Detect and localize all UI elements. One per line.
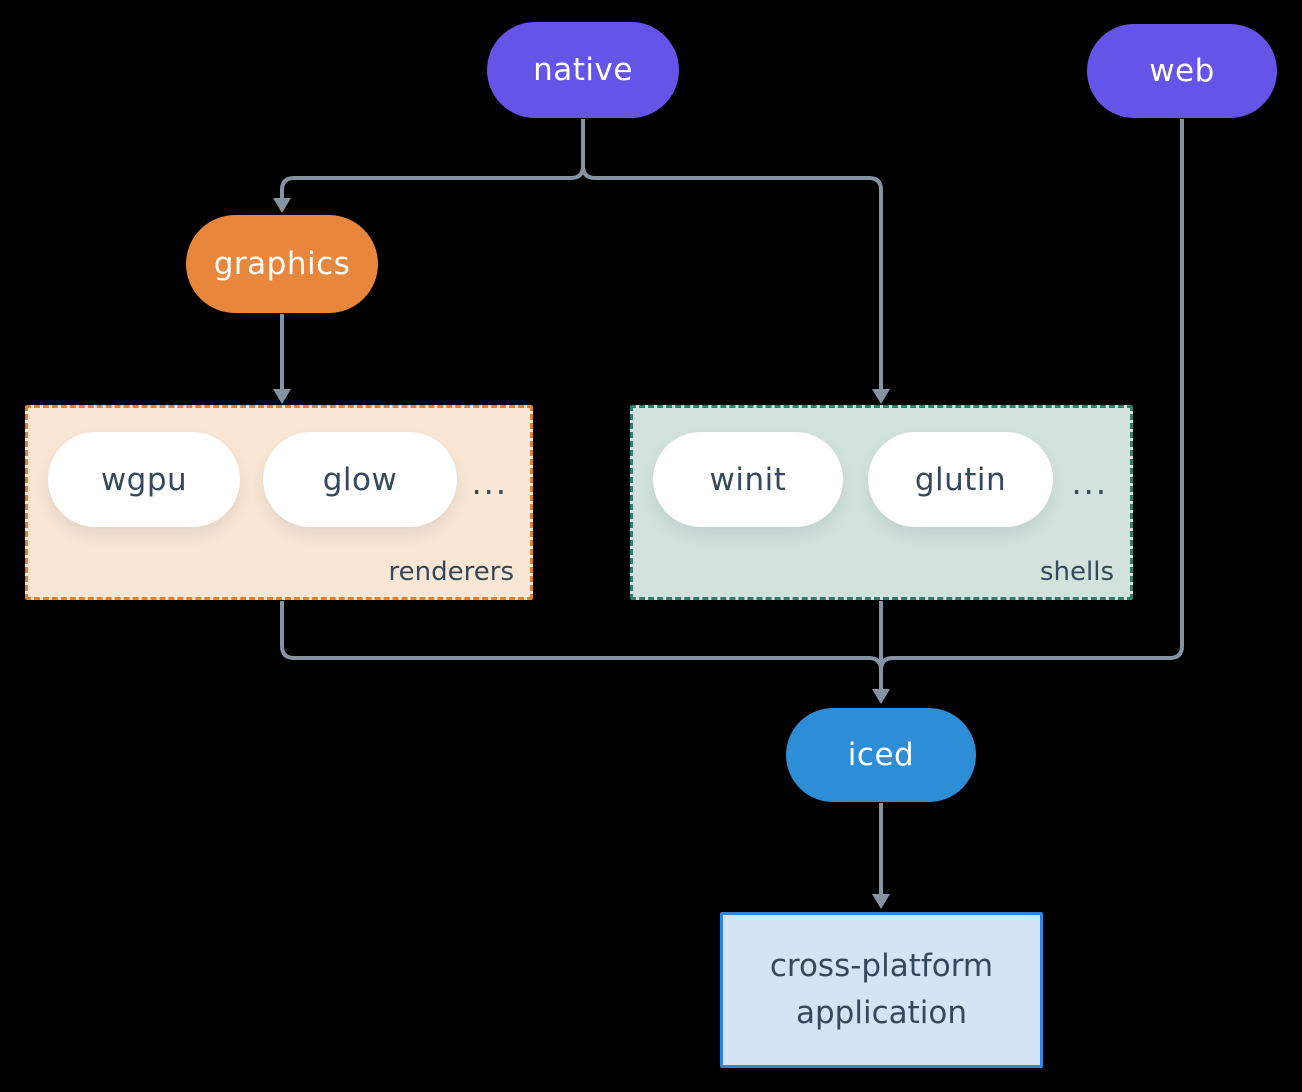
arrowhead-into-shells [872,389,890,404]
node-glutin-label: glutin [914,461,1007,498]
node-native: native [487,22,679,118]
edge-renderers-iced [280,601,883,671]
edge-native-graphics [280,119,585,198]
group-renderers: wgpu glow ... renderers [25,405,533,600]
edge-web-iced [879,119,1184,671]
arrowhead-into-graphics [273,198,291,213]
node-native-label: native [533,52,633,88]
application-label-line1: cross-platform [769,948,994,984]
node-glow: glow [263,432,457,527]
node-graphics: graphics [186,215,378,313]
node-iced: iced [786,708,976,802]
edge-native-shells [581,119,883,389]
shells-ellipsis: ... [1071,463,1108,502]
node-application: cross-platform application [720,912,1043,1068]
node-web-label: web [1149,53,1215,89]
node-graphics-label: graphics [213,246,351,282]
node-winit-label: winit [709,461,787,498]
shells-group-label: shells [1039,557,1114,587]
group-shells: winit glutin ... shells [630,405,1133,600]
node-glow-label: glow [322,461,398,498]
node-iced-label: iced [847,737,915,773]
node-wgpu-label: wgpu [100,461,188,498]
arrowhead-into-renderers [273,389,291,404]
node-winit: winit [653,432,843,527]
node-wgpu: wgpu [48,432,240,527]
arrowhead-into-iced [872,689,890,704]
renderers-ellipsis: ... [471,463,508,502]
node-web: web [1087,24,1277,118]
renderers-group-label: renderers [388,557,514,587]
arrowhead-into-application [872,894,890,909]
application-label-line2: application [796,995,967,1031]
node-glutin: glutin [868,432,1053,527]
